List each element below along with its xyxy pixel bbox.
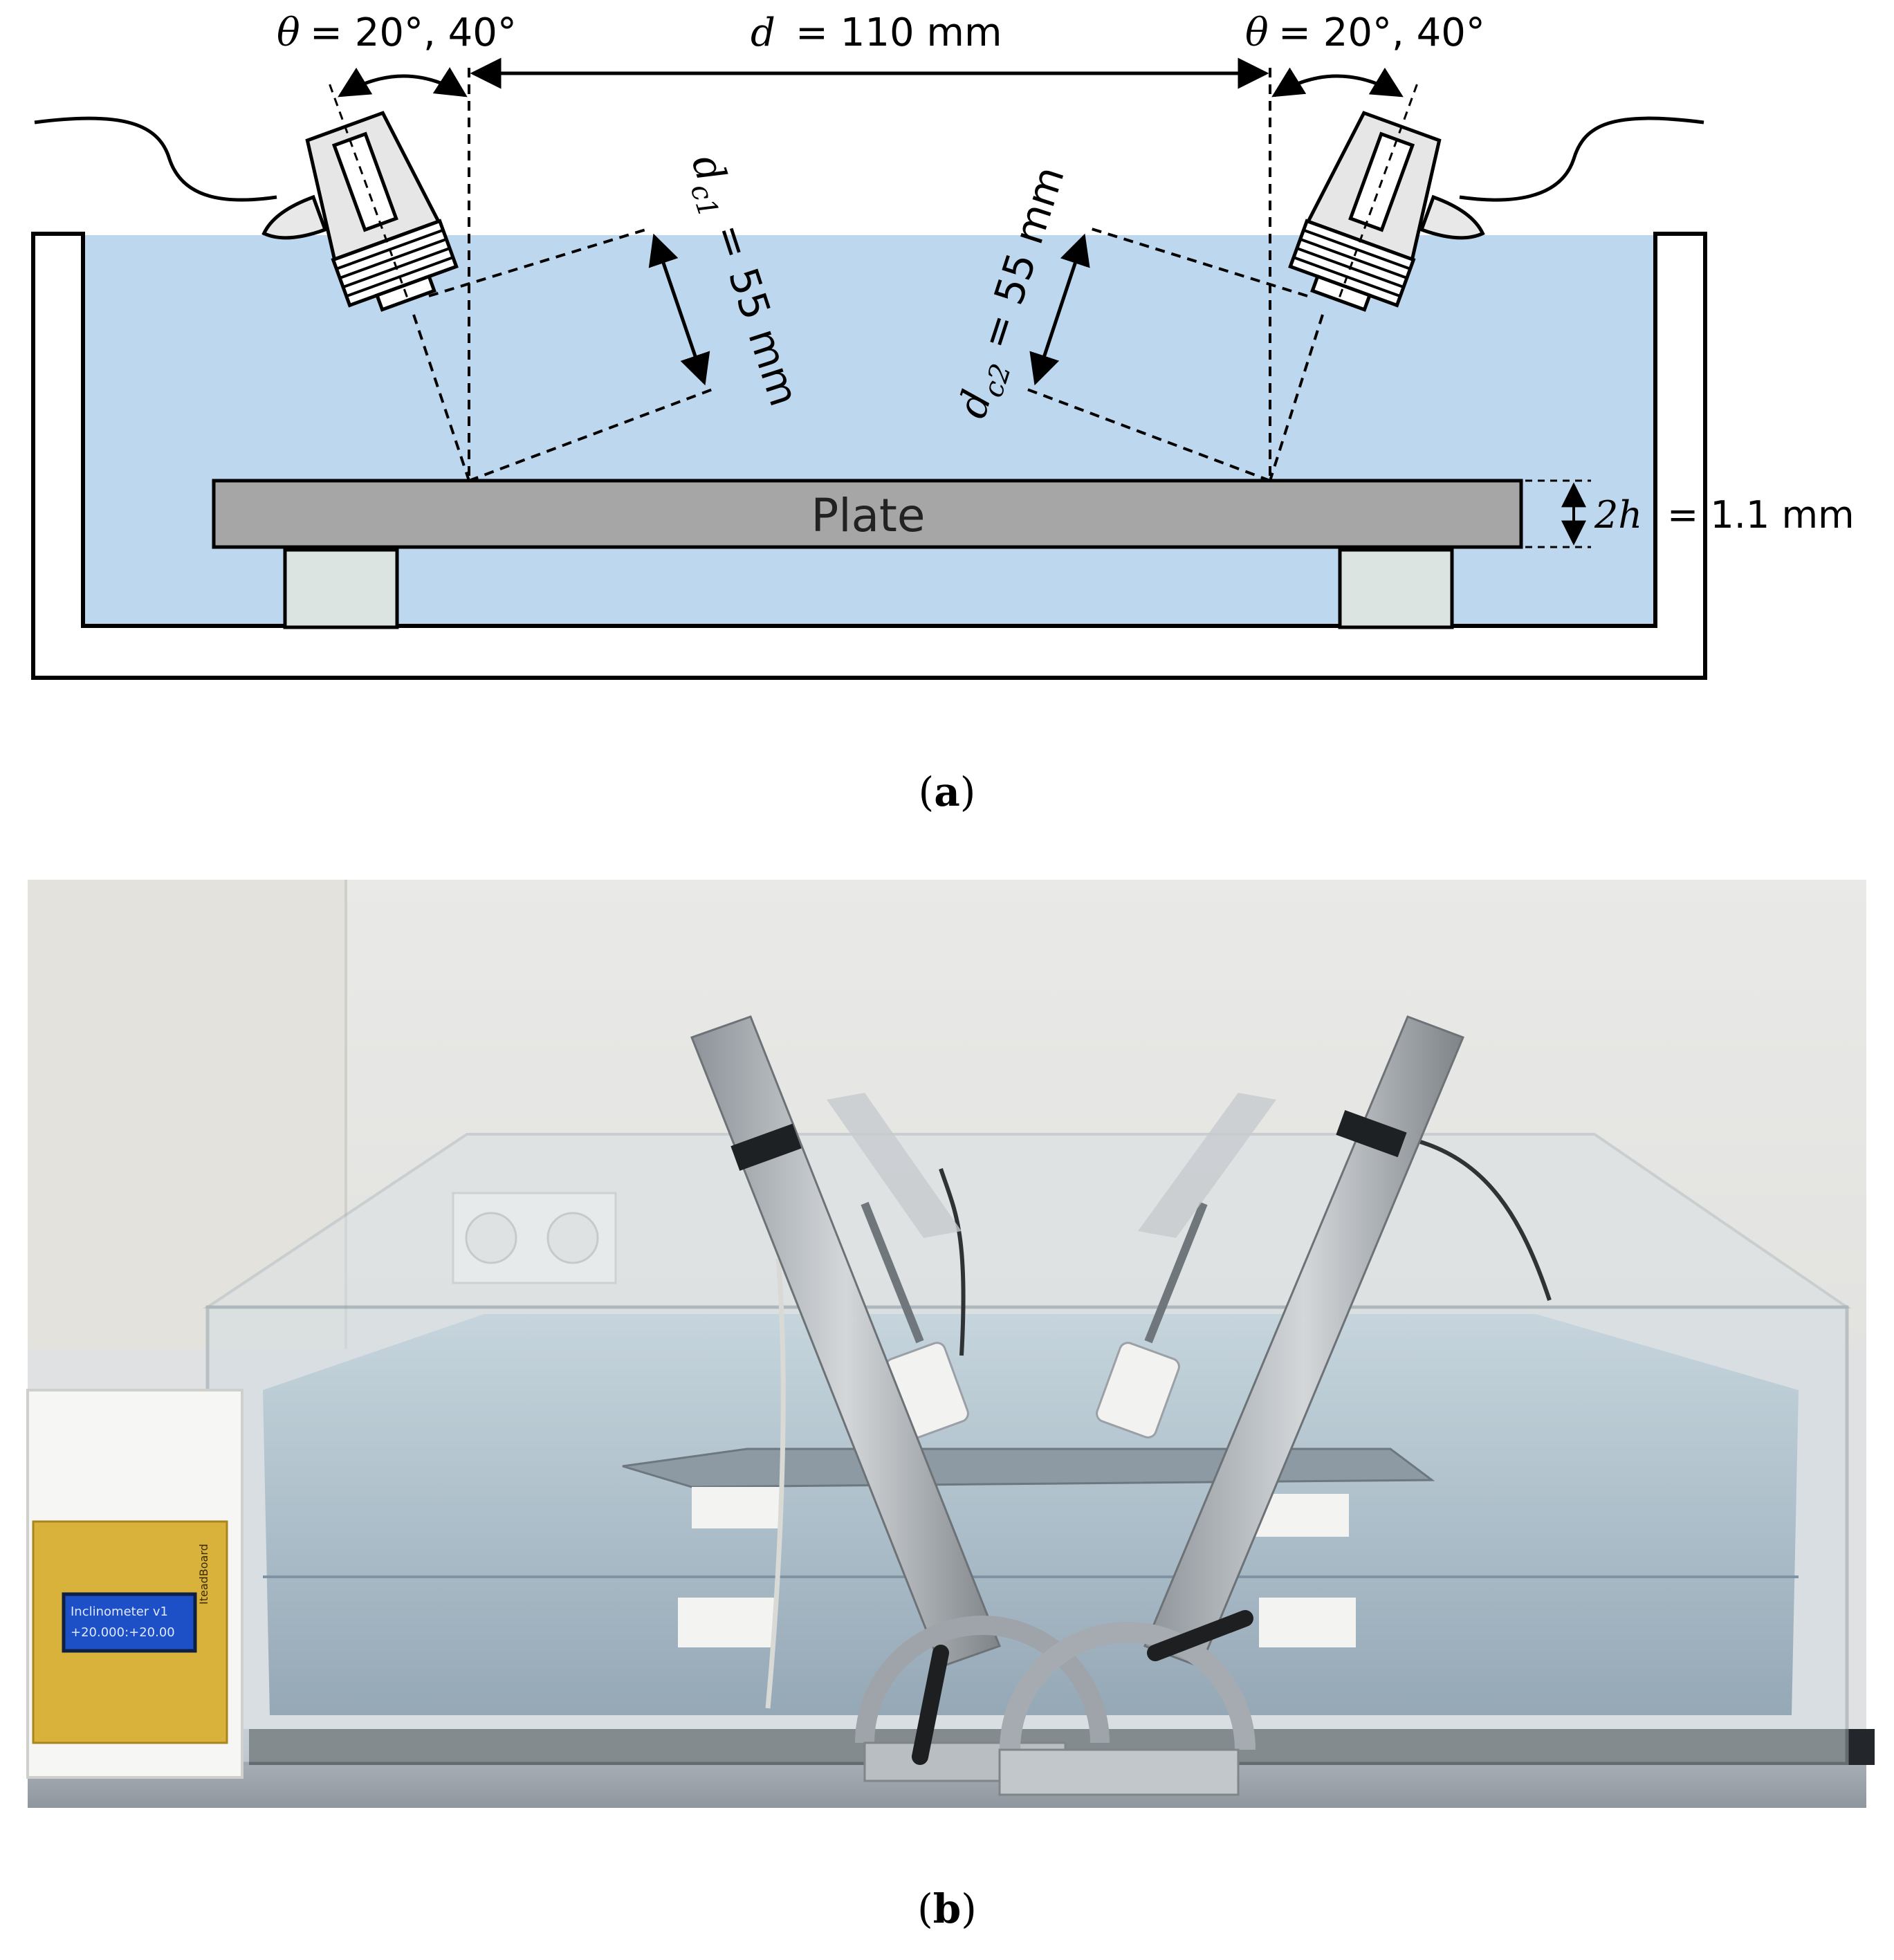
panel-a-schematic: Plate 2h = 1.1 mm (0, 0, 1894, 871)
support-left (283, 548, 399, 629)
transducer-left (261, 84, 459, 312)
theta-left-symbol: θ (277, 10, 300, 55)
foam-support (692, 1487, 782, 1528)
foam-support (1259, 1598, 1356, 1647)
theta-right-symbol: θ (1245, 10, 1269, 55)
caption-a: (a) (919, 768, 976, 815)
support-right (1338, 548, 1454, 629)
lcd-display (62, 1592, 197, 1653)
plate-label: Plate (811, 489, 925, 542)
theta-arc-left (338, 67, 468, 98)
distance-symbol: d (751, 10, 775, 55)
photo-transducer-right (1096, 1342, 1180, 1439)
plate (212, 479, 1523, 549)
photo-svg: Inclinometer v1 +20.000:+20.00 IteadBoar… (26, 880, 1875, 1932)
thickness-value: = 1.1 mm (1667, 493, 1855, 537)
wall-socket (452, 1192, 617, 1284)
photo-plate (622, 1448, 1435, 1488)
caption-b: (b) (917, 1885, 977, 1932)
cable-right (1459, 116, 1704, 202)
foam-support (678, 1598, 775, 1647)
thickness-symbol: 2h (1594, 493, 1642, 537)
beam-right (1269, 314, 1324, 481)
cable-left (34, 116, 277, 202)
svg-text:dc1: dc1 (676, 149, 745, 221)
rod-left (690, 1015, 1001, 1668)
dc1-arrow (648, 233, 710, 386)
goniometer-right (998, 1610, 1256, 1796)
panel-b-photo: Inclinometer v1 +20.000:+20.00 IteadBoar… (0, 878, 1894, 1960)
theta-left-value: = 20°, 40° (310, 10, 517, 55)
beam-left (412, 314, 470, 481)
board-label: IteadBoard (197, 1544, 210, 1605)
theta-right-value: = 20°, 40° (1278, 10, 1485, 55)
lcd-line-2: +20.000:+20.00 (71, 1625, 175, 1640)
dc2-arrow (1029, 233, 1090, 386)
electronics-board: Inclinometer v1 +20.000:+20.00 IteadBoar… (26, 1389, 243, 1779)
distance-value: = 110 mm (796, 10, 1002, 55)
schematic-svg: Plate 2h = 1.1 mm (31, 10, 1855, 815)
theta-arc-right (1271, 67, 1404, 98)
transducer-right (1288, 84, 1485, 312)
lcd-line-1: Inclinometer v1 (71, 1605, 168, 1619)
